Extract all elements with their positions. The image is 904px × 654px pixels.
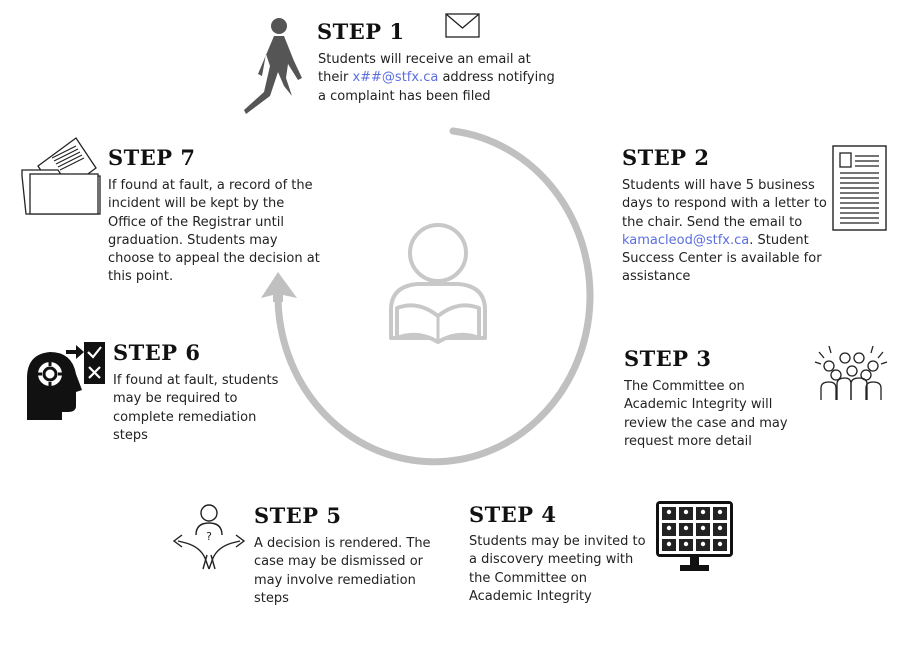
svg-text:?: ? bbox=[206, 530, 212, 543]
step-4-title: STEP 4 bbox=[469, 502, 557, 527]
envelope-icon bbox=[445, 13, 480, 38]
step-1-text-pre: Students will receive an email at their bbox=[318, 52, 531, 86]
cycle-arrowhead bbox=[261, 272, 297, 302]
step-7-title: STEP 7 bbox=[108, 145, 196, 170]
step-2-email-link[interactable]: kamacleod@stfx.ca bbox=[622, 232, 750, 248]
step-6-text: If found at fault, students may be requi… bbox=[113, 373, 279, 443]
crossroads-decision-icon: ? bbox=[172, 504, 246, 570]
step-2-title: STEP 2 bbox=[622, 145, 710, 170]
walking-person-icon bbox=[244, 18, 302, 114]
step-2-text: Students will have 5 business days to re… bbox=[622, 177, 827, 287]
document-icon bbox=[832, 145, 887, 231]
step-5-title: STEP 5 bbox=[254, 503, 342, 528]
step-1-email-link[interactable]: x##@stfx.ca bbox=[352, 70, 439, 86]
step-2-text-pre: Students will have 5 business days to re… bbox=[622, 178, 827, 230]
step-1-text-post: address notifying a complaint has been f… bbox=[318, 70, 555, 104]
head-checklist-icon bbox=[27, 342, 105, 420]
step-7-text: If found at fault, a record of the incid… bbox=[108, 178, 320, 285]
group-of-people-icon bbox=[814, 345, 888, 400]
step-4-text: Students may be invited to a discovery m… bbox=[469, 534, 646, 604]
student-reading-icon bbox=[389, 223, 487, 344]
step-2-text-post: . Student Success Center is available fo… bbox=[622, 232, 822, 285]
step-6-title: STEP 6 bbox=[113, 340, 201, 365]
step-3-text: The Committee on Academic Integrity will… bbox=[624, 379, 788, 449]
step-1-title: STEP 1 bbox=[317, 19, 405, 44]
step-5-text: A decision is rendered. The case may be … bbox=[254, 536, 431, 606]
file-folder-icon bbox=[21, 137, 101, 215]
step-3-title: STEP 3 bbox=[624, 346, 712, 371]
video-meeting-icon bbox=[656, 501, 733, 571]
step-1-text: Students will receive an email at their … bbox=[318, 51, 563, 106]
